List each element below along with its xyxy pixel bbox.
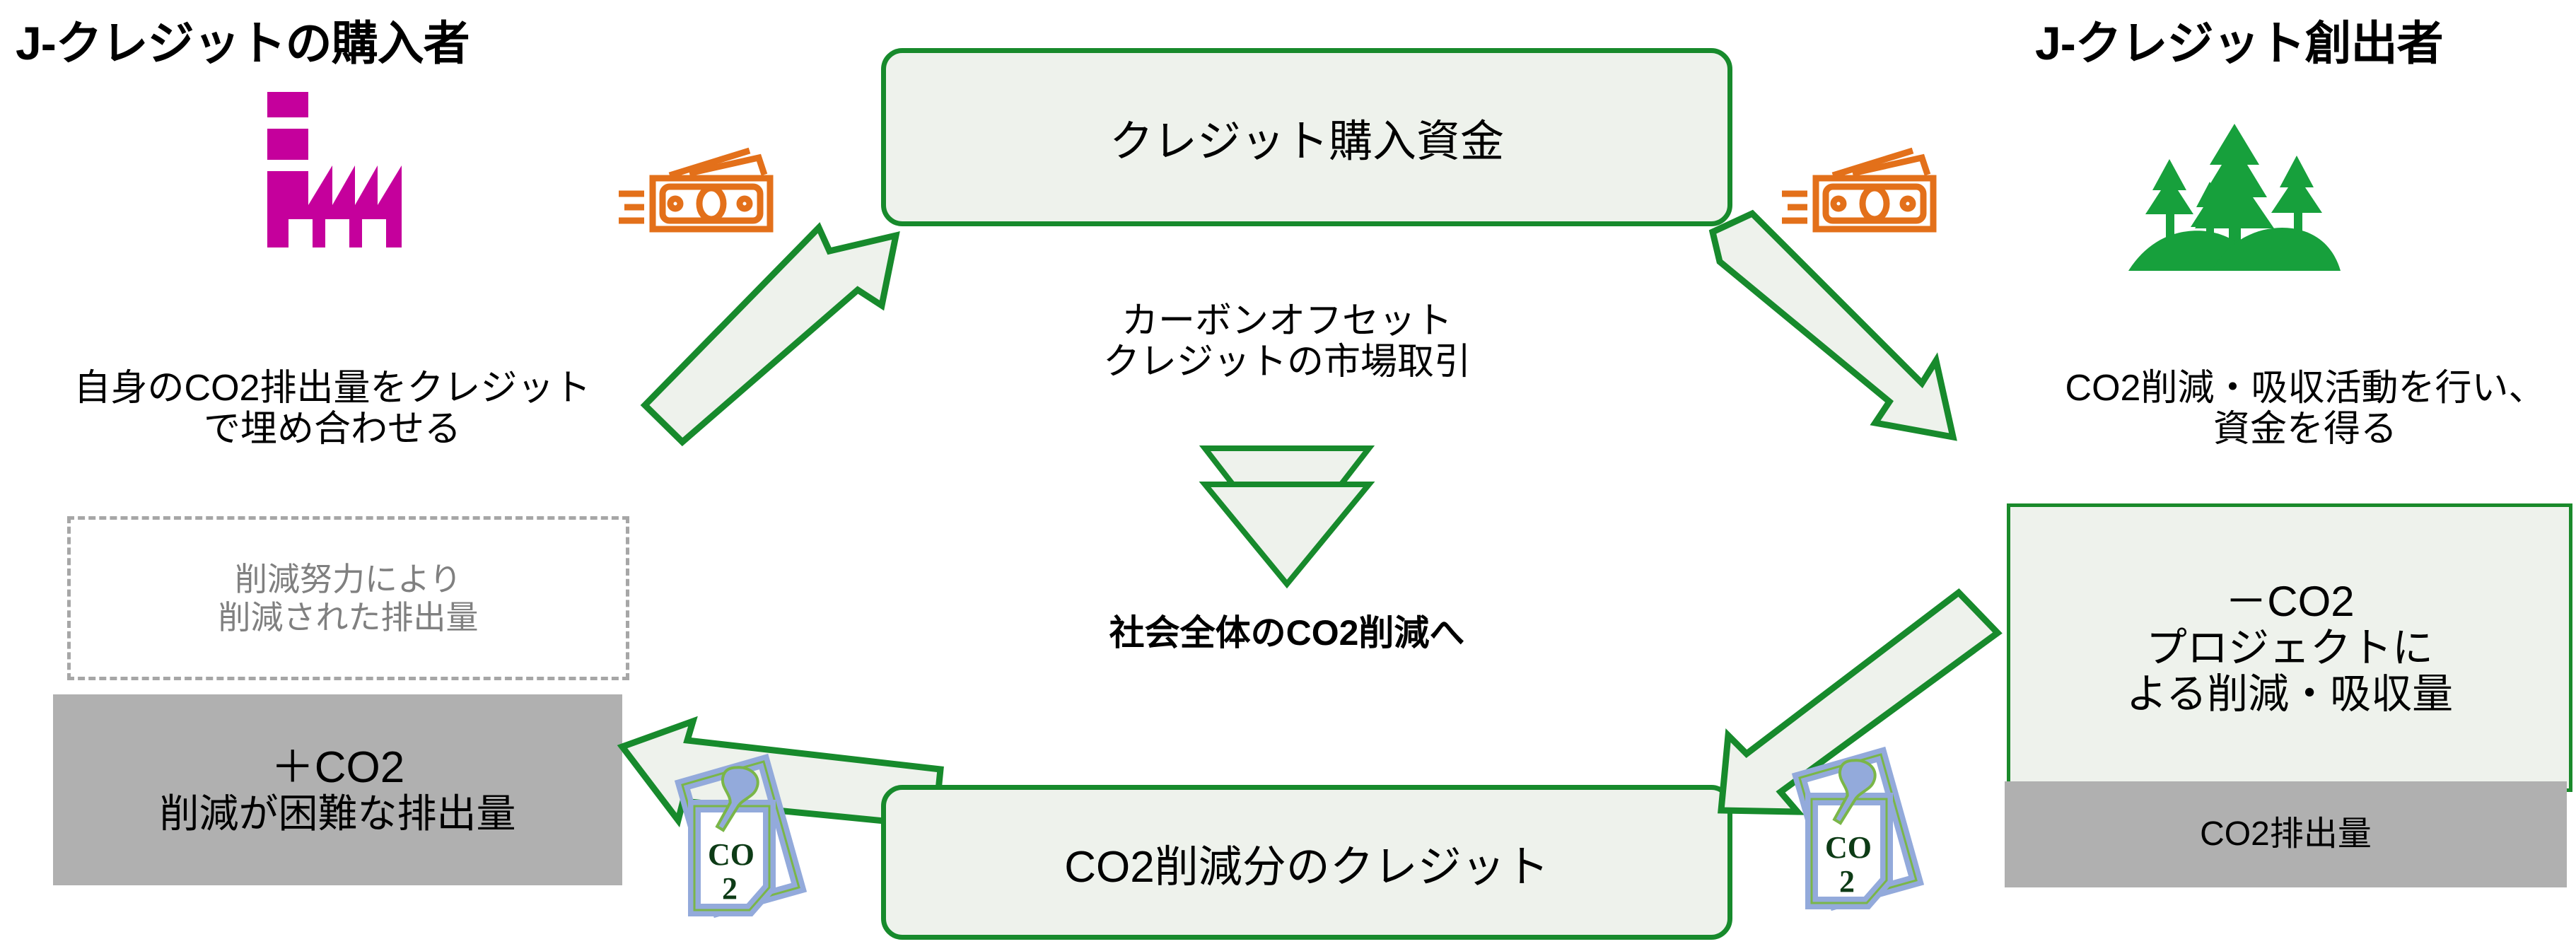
left-emission-box: ＋CO2 削減が困難な排出量 [53,694,622,885]
co2-note-label-top: CO [708,837,754,872]
arrow-creator-to-credit [1718,580,2015,815]
left-column-title: J-クレジットの購入者 [16,17,470,69]
reduced-emissions-line: 削減努力により [234,560,462,598]
banknote-icon-left [619,147,795,244]
right-project-line3: よる削減・吸収量 [2126,670,2454,717]
reduced-emissions-box: 削減努力により削減された排出量 [67,516,629,680]
double-chevron-down-icon [1195,445,1379,589]
right-column-title: J-クレジット創出者 [2035,17,2444,69]
arrow-fund-to-creator [1676,209,1973,453]
co2-credit-certificate-icon-right: CO 2 [1768,739,1945,937]
right-project-box: －CO2 プロジェクトに よる削減・吸収量 [2007,503,2572,792]
forest-trees-icon [2128,124,2341,272]
co2-credit-certificate-icon-left: CO 2 [651,746,827,944]
co2-note-label-top: CO [1825,830,1872,865]
right-project-line1: －CO2 [2225,578,2355,626]
center-top-box: クレジット購入資金 [881,48,1732,226]
left-emission-line1: ＋CO2 [270,742,405,792]
center-bottom-box-label: CO2削減分のクレジット [1064,842,1549,892]
arrow-money-to-fund [633,216,930,449]
right-description: CO2削減・吸収活動を行い、資金を得る [2065,368,2546,450]
market-caption-line2: クレジットの市場取引 [1102,342,1471,383]
factory-icon [233,92,453,247]
right-emission-box: CO2排出量 [2005,781,2567,887]
outcome-label: 社会全体のCO2削減へ [1109,613,1465,653]
reduced-emissions-line: 削減された排出量 [218,599,479,636]
banknote-icon-right [1782,147,1959,244]
left-description: 自身のCO2排出量をクレジットで埋め合わせる [74,368,591,450]
market-caption-line1: カーボンオフセット [1121,301,1452,342]
right-emission-label: CO2排出量 [2200,815,2372,853]
left-emission-line2: 削減が困難な排出量 [159,791,516,837]
center-top-box-label: クレジット購入資金 [1109,117,1504,166]
co2-note-label-bottom: 2 [1839,864,1855,899]
right-project-line2: プロジェクトに [2145,624,2433,671]
co2-note-label-bottom: 2 [722,871,738,906]
reduced-emissions-label: 削減努力により削減された排出量 [218,560,479,637]
market-caption: カーボンオフセット クレジットの市場取引 [990,301,1584,383]
center-bottom-box: CO2削減分のクレジット [881,785,1732,940]
